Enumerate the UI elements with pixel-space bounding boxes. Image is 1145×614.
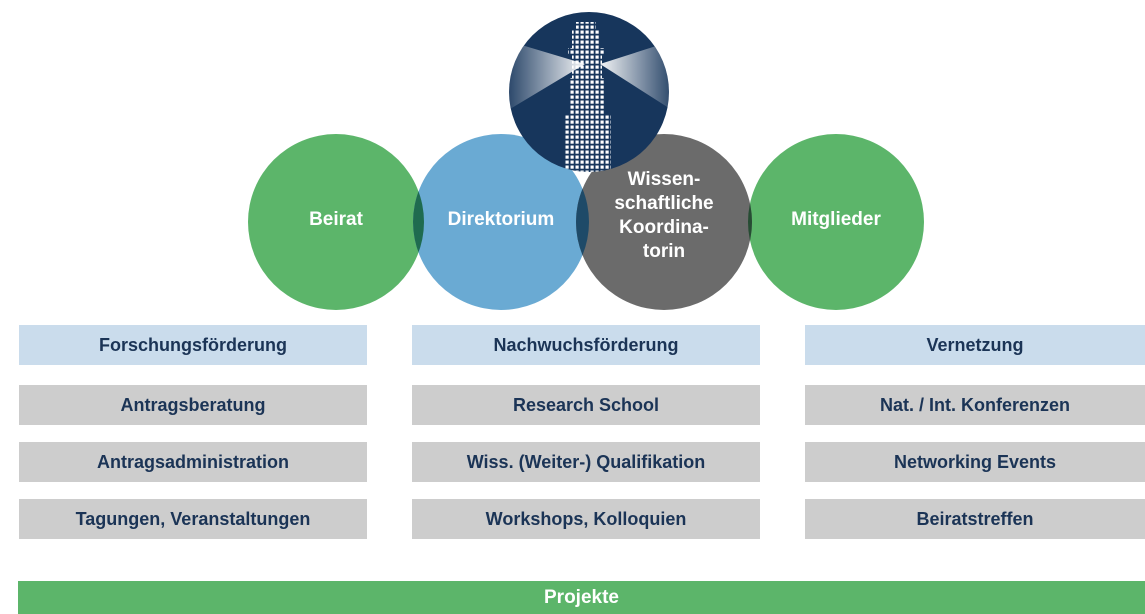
forschungsfoerderung-heading: Forschungsförderung	[19, 325, 367, 365]
koordinatorin-circle	[576, 134, 752, 310]
mitglieder-label: Mitglieder	[791, 209, 881, 230]
koordinatorin-label-line: Wissen-	[627, 169, 701, 190]
projekte-bar: Projekte	[18, 581, 1145, 614]
koordinatorin-label-line: torin	[642, 241, 686, 262]
networking-events-item: Networking Events	[805, 442, 1145, 482]
koordinatorin-label: Wissen- schaftliche Koordina- torin	[594, 168, 734, 264]
tagungen-item: Tagungen, Veranstaltungen	[19, 499, 367, 539]
nachwuchsfoerderung-heading: Nachwuchsförderung	[412, 325, 760, 365]
direktorium-circle	[413, 134, 589, 310]
vernetzung-heading: Vernetzung	[805, 325, 1145, 365]
beirat-circle	[248, 134, 424, 310]
beirat-label: Beirat	[309, 209, 363, 230]
qualifikation-item: Wiss. (Weiter-) Qualifikation	[412, 442, 760, 482]
konferenzen-item: Nat. / Int. Konferenzen	[805, 385, 1145, 425]
organization-venn-diagram	[248, 12, 924, 310]
antragsberatung-item: Antragsberatung	[19, 385, 367, 425]
workshops-item: Workshops, Kolloquien	[412, 499, 760, 539]
research-school-item: Research School	[412, 385, 760, 425]
mitglieder-circle	[748, 134, 924, 310]
lighthouse-icon	[509, 12, 669, 172]
direktorium-label: Direktorium	[447, 209, 555, 230]
beiratstreffen-item: Beiratstreffen	[805, 499, 1145, 539]
koordinatorin-label-line: schaftliche	[614, 193, 714, 214]
antragsadministration-item: Antragsadministration	[19, 442, 367, 482]
koordinatorin-label-line: Koordina-	[619, 217, 709, 238]
